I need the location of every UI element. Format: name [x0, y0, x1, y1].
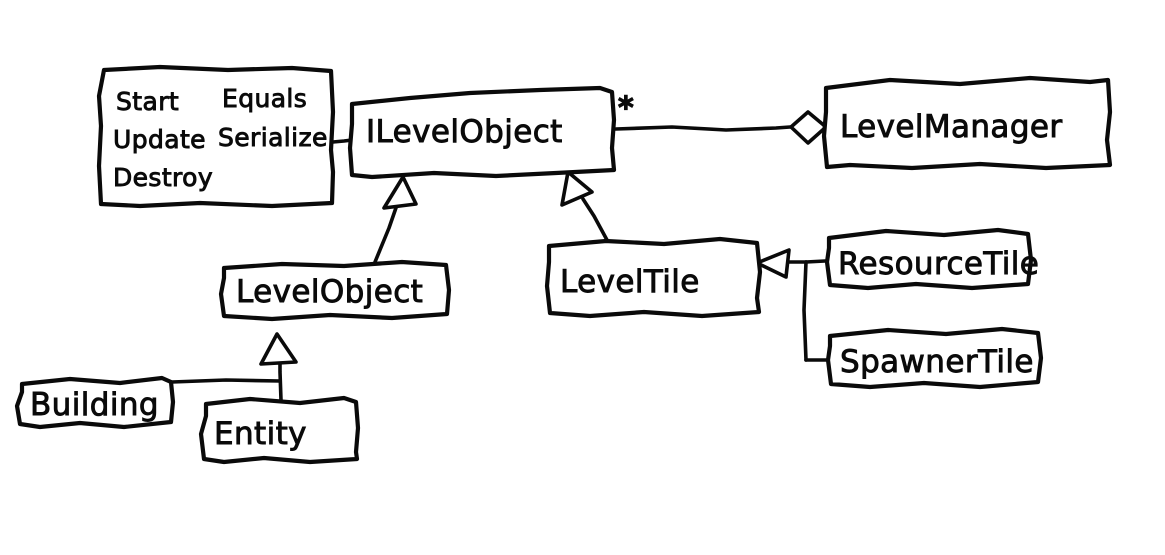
methods-row-0-right: Equals — [222, 84, 307, 113]
class-name-spawnertile: SpawnerTile — [840, 344, 1034, 380]
class-box-levelobject-outline — [218, 259, 452, 322]
class-name-entity: Entity — [214, 416, 307, 452]
class-name-resourcetile: ResourceTile — [838, 246, 1039, 282]
generalization-arrowhead-levelobject — [382, 175, 418, 210]
class-box-ilevelobject-outline — [347, 85, 617, 180]
class-name-building: Building — [30, 387, 159, 423]
class-name-leveltile: LevelTile — [560, 264, 700, 300]
class-box-spawnertile-outline — [825, 326, 1044, 390]
connector-leveltile-to-ilevelobject — [581, 197, 609, 242]
methods-row-1-left: Update — [113, 125, 206, 154]
class-box-resourcetile[interactable]: ResourceTile — [824, 227, 1039, 291]
class-box-resourcetile-outline — [824, 227, 1034, 291]
class-box-building[interactable]: Building — [14, 375, 176, 430]
class-name-levelobject: LevelObject — [236, 274, 423, 310]
connector-resourcetile-to-bus — [804, 259, 827, 264]
class-box-leveltile-outline — [544, 236, 763, 319]
class-box-building-outline — [14, 375, 176, 430]
connector-building-to-levelobject — [170, 378, 282, 384]
connector-tile-bus-vertical — [802, 260, 808, 362]
class-box-leveltile[interactable]: LevelTile — [544, 236, 763, 319]
class-box-levelmanager[interactable]: LevelManager — [821, 75, 1113, 171]
class-box-ilevelobject[interactable]: ILevelObject * — [347, 85, 634, 180]
class-name-ilevelobject: ILevelObject — [366, 114, 563, 150]
generalization-arrowhead-leveltile — [560, 170, 594, 207]
methods-row-0-left: Start — [116, 87, 179, 116]
class-box-levelmanager-outline — [821, 75, 1113, 171]
methods-row-1-right: Serialize — [218, 123, 328, 152]
methods-row-2-left: Destroy — [113, 163, 213, 192]
class-name-levelmanager: LevelManager — [840, 109, 1063, 145]
generalization-arrowhead-tiles — [755, 248, 791, 279]
generalization-arrowhead-levelobject-child — [259, 332, 298, 366]
connector-ilevelobject-to-levelmanager — [614, 125, 792, 132]
class-box-entity[interactable]: Entity — [198, 395, 361, 465]
class-box-entity-outline — [198, 395, 361, 465]
class-box-levelobject[interactable]: LevelObject — [218, 259, 452, 322]
methods-box-outline — [96, 64, 336, 209]
multiplicity-ilevelobject: * — [618, 91, 634, 126]
connector-levelobject-to-ilevelobject — [373, 200, 400, 264]
methods-box[interactable]: Start Equals Update Serialize Destroy — [96, 64, 336, 209]
aggregation-diamond-levelmanager — [789, 110, 828, 145]
class-box-spawnertile[interactable]: SpawnerTile — [825, 326, 1044, 390]
